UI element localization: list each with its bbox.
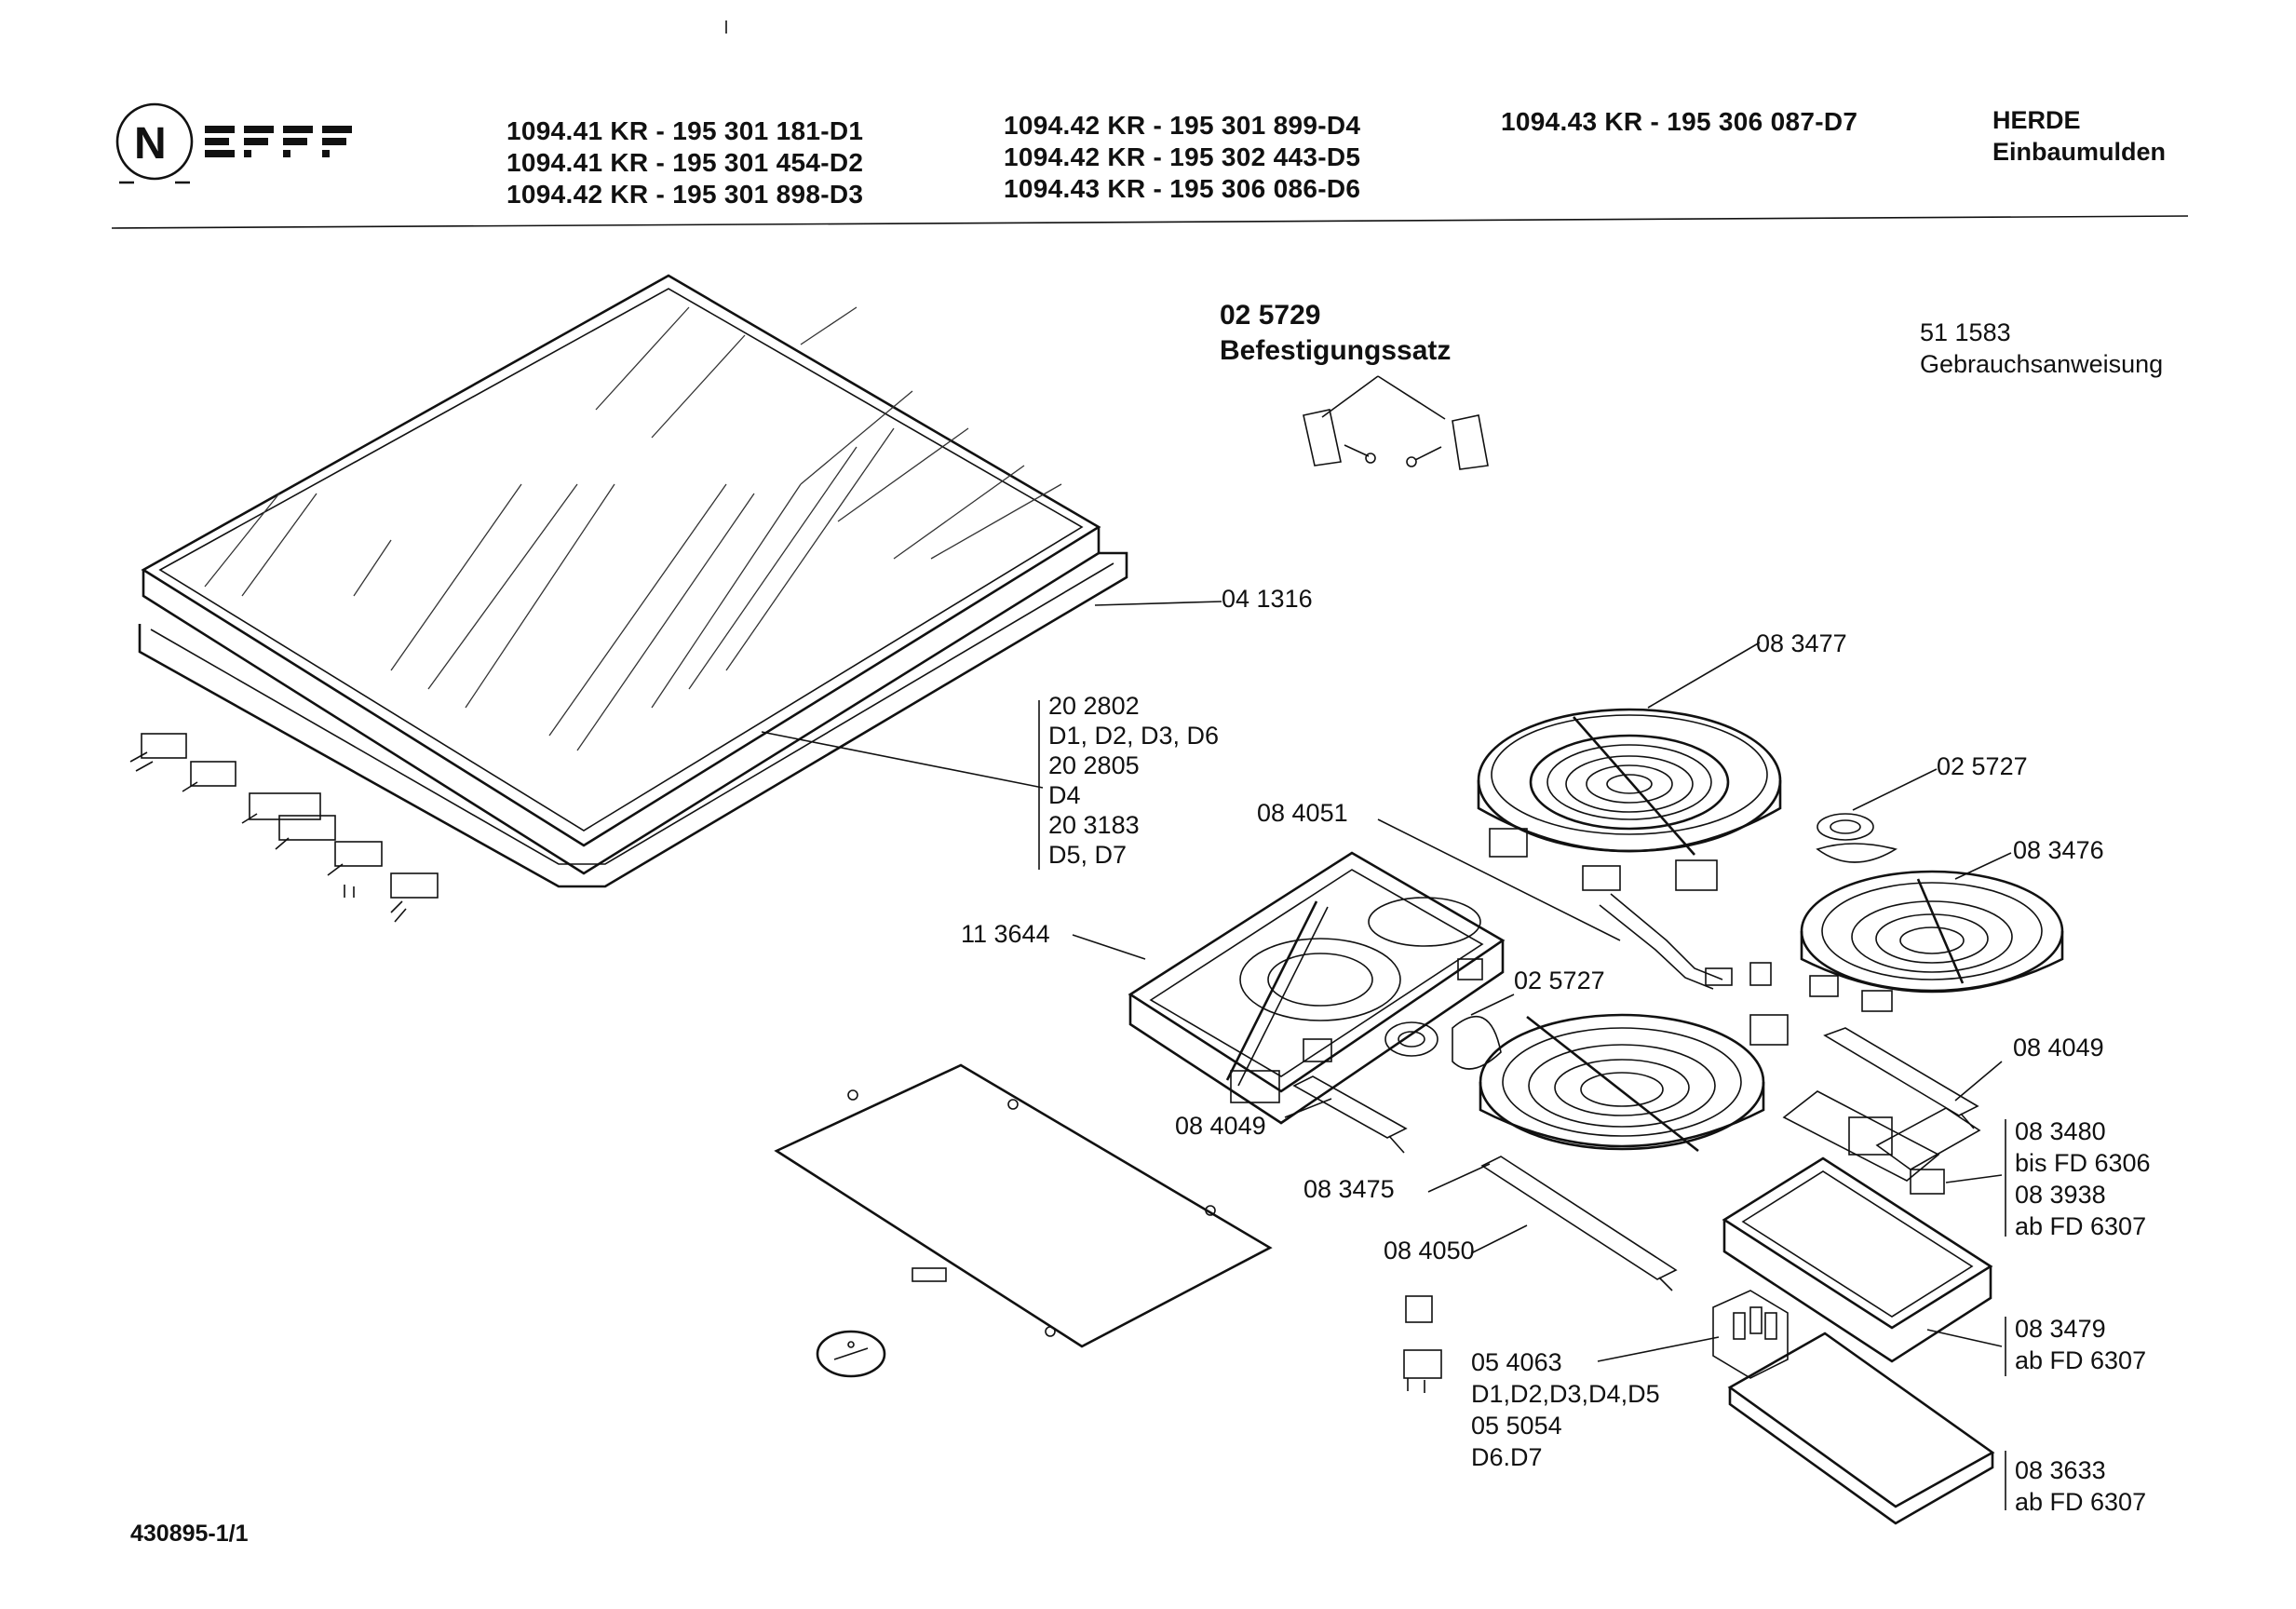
label-manual-no: 51 1583	[1920, 318, 2011, 346]
model-line: 1094.42 KR - 195 301 899-D4	[1004, 111, 1361, 140]
round-cap	[816, 1330, 886, 1378]
label-bracket-left: 08 4049	[1175, 1112, 1266, 1140]
label-glass-block: 20 2802 D1, D2, D3, D6 20 2805 D4 20 318…	[1048, 691, 1219, 870]
label-ring-top: 02 5727	[1937, 752, 2028, 780]
base-cover-083633	[1727, 1332, 1995, 1525]
terminal-connectors	[129, 733, 439, 923]
page-number: 430895-1/1	[130, 1521, 249, 1547]
box-line: ab FD 6307	[2015, 1346, 2147, 1374]
cover-line: 08 3633	[2015, 1456, 2106, 1484]
element-tray-113644	[1128, 851, 1506, 1125]
label-fixing-kit-name: Befestigungssatz	[1220, 335, 1452, 366]
glass-line: 20 3183	[1048, 811, 1140, 839]
label-ring-mid: 02 5727	[1514, 967, 1605, 994]
switch-board	[1782, 1090, 1981, 1195]
terminal-line: 05 4063	[1471, 1348, 1562, 1376]
label-fixing-kit-no: 02 5729	[1220, 300, 1321, 331]
cover-line: ab FD 6307	[2015, 1488, 2147, 1516]
terminal-line: D1,D2,D3,D4,D5	[1471, 1380, 1660, 1408]
hotplate-large-083477	[1477, 708, 1782, 891]
model-line: 1094.41 KR - 195 301 181-D1	[506, 116, 864, 145]
model-line: 1094.42 KR - 195 301 898-D3	[506, 180, 864, 209]
glass-line: D4	[1048, 781, 1081, 809]
housing-box-083479	[1722, 1156, 1993, 1363]
header-divider	[111, 215, 2189, 229]
header-models-col3: 1094.43 KR - 195 306 087-D7	[1501, 106, 1857, 138]
glass-line: 20 2805	[1048, 751, 1140, 779]
label-plate-front: 08 3475	[1303, 1175, 1395, 1203]
model-line: 1094.42 KR - 195 302 443-D5	[1004, 142, 1361, 171]
terminal-line: 05 5054	[1471, 1412, 1562, 1440]
terminal-block	[1403, 1290, 1789, 1393]
connection-lead	[1599, 893, 1789, 1046]
label-bracket-bottom: 08 4050	[1384, 1237, 1475, 1264]
glass-line: D1, D2, D3, D6	[1048, 722, 1220, 750]
header-models-col1: 1094.41 KR - 195 301 181-D1 1094.41 KR -…	[506, 115, 863, 210]
category-line: Einbaumulden	[1992, 138, 2167, 166]
category-line: HERDE	[1992, 106, 2081, 134]
glass-ceramic-top	[138, 274, 1128, 888]
base-plate	[774, 1063, 1273, 1348]
label-frame: 04 1316	[1222, 585, 1313, 613]
label-bracket-right: 08 4049	[2013, 1034, 2104, 1061]
label-plate-large: 08 3477	[1756, 629, 1847, 657]
bracket-left	[1292, 1075, 1408, 1154]
svg-text:N: N	[134, 119, 167, 169]
switch-line: 08 3938	[2015, 1181, 2106, 1209]
label-box-block: 08 3479 ab FD 6307	[2015, 1313, 2146, 1376]
bracket-bottom	[1480, 1156, 1678, 1291]
hotplate-right-083476	[1800, 870, 2064, 1012]
header-models-col2: 1094.42 KR - 195 301 899-D4 1094.42 KR -…	[1004, 110, 1360, 205]
label-tray: 11 3644	[961, 920, 1050, 948]
label-lead-top: 08 4051	[1257, 799, 1348, 827]
label-terminal-block: 05 4063 D1,D2,D3,D4,D5 05 5054 D6.D7	[1471, 1346, 1660, 1473]
glass-line: D5, D7	[1048, 841, 1128, 869]
terminal-line: D6.D7	[1471, 1443, 1543, 1471]
switch-line: bis FD 6306	[2015, 1149, 2151, 1177]
model-line: 1094.43 KR - 195 306 087-D7	[1501, 107, 1858, 136]
label-manual-name: Gebrauchsanweisung	[1920, 350, 2164, 378]
label-switch-block: 08 3480 bis FD 6306 08 3938 ab FD 6307	[2015, 1115, 2151, 1242]
box-line: 08 3479	[2015, 1315, 2106, 1343]
trim-ring-mid	[1384, 1016, 1502, 1070]
label-cover-block: 08 3633 ab FD 6307	[2015, 1454, 2146, 1518]
glass-line: 20 2802	[1048, 692, 1140, 720]
model-line: 1094.41 KR - 195 301 454-D2	[506, 148, 864, 177]
header-category: HERDE Einbaumulden	[1992, 104, 2166, 168]
neff-logo: N	[115, 102, 352, 184]
model-line: 1094.43 KR - 195 306 086-D6	[1004, 174, 1361, 203]
trim-ring-top	[1816, 813, 1898, 863]
switch-line: ab FD 6307	[2015, 1212, 2147, 1240]
hotplate-front-083475	[1479, 1013, 1765, 1153]
switch-line: 08 3480	[2015, 1117, 2106, 1145]
label-plate-right: 08 3476	[2013, 836, 2104, 864]
fixing-kit-clamps	[1303, 375, 1489, 470]
